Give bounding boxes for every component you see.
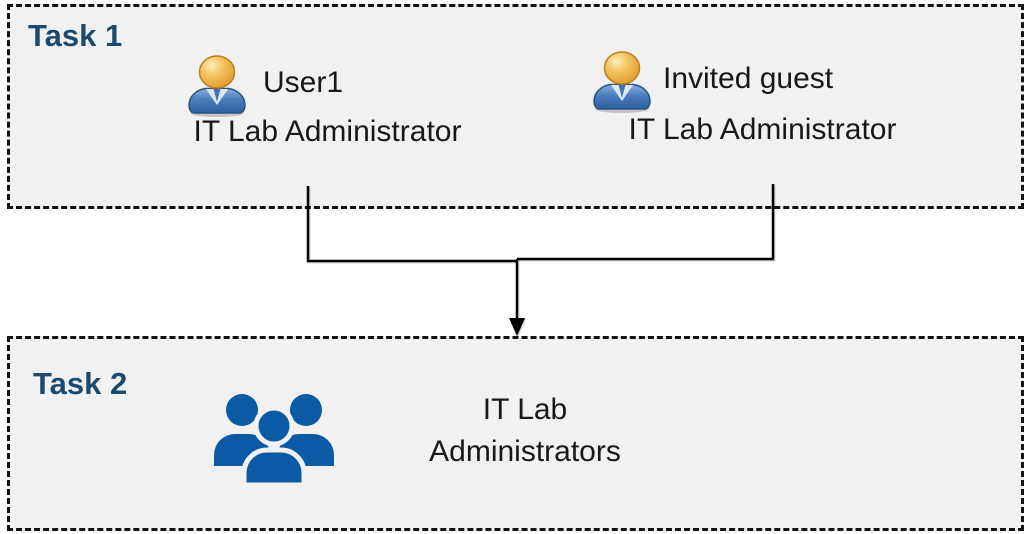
task1-label: Task 1 xyxy=(28,18,123,53)
task1-box xyxy=(7,4,1024,209)
group-icon xyxy=(214,394,334,485)
group-name-line1: IT Lab xyxy=(482,393,568,426)
user-name: User1 xyxy=(263,66,344,99)
user-role: IT Lab Administrator xyxy=(628,113,897,146)
task2-label: Task 2 xyxy=(33,366,128,401)
group-name: IT Lab Administrators xyxy=(395,389,655,473)
group-name-line2: Administrators xyxy=(429,435,621,468)
user-name: Invited guest xyxy=(663,62,834,95)
user-role: IT Lab Administrator xyxy=(193,115,462,148)
person-icon xyxy=(593,51,651,113)
task2-box xyxy=(7,336,1024,531)
person-icon xyxy=(188,55,246,117)
